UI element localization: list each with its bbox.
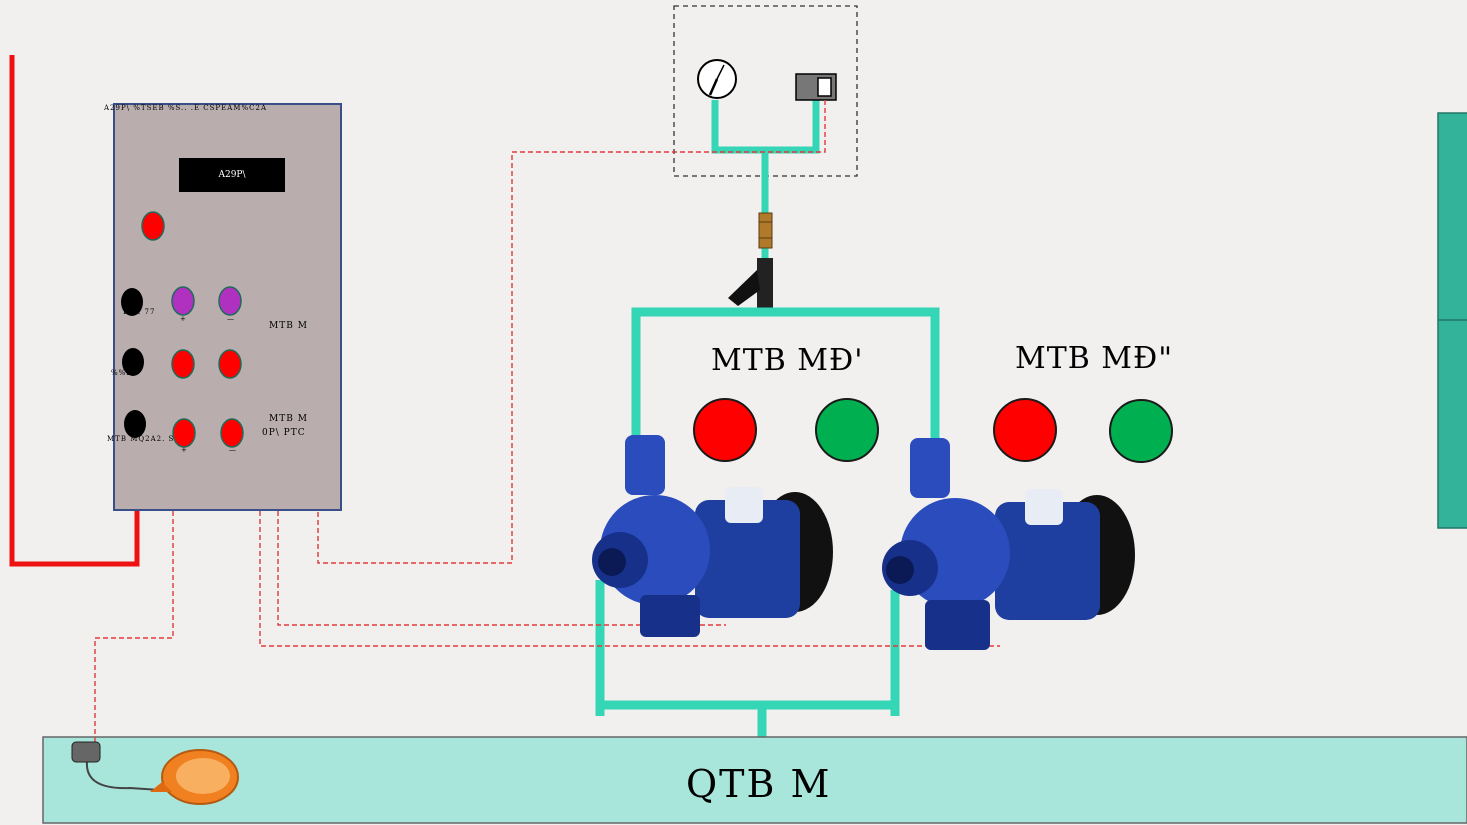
pump1-run-lamp [815, 398, 879, 462]
pump2-icon [882, 438, 1135, 650]
panel-header: A29P\ %TSEB %S.. .E CSPEAM%C2A [104, 104, 267, 112]
row3-label: MTB MQ2A2. S [107, 435, 175, 443]
power-cable [9, 55, 140, 567]
panel-display: A29P\ [179, 158, 285, 192]
pump2-label: MTB MĐ" [1015, 341, 1174, 376]
pump1-fault-lamp [693, 398, 757, 462]
tank-label: QTB M [686, 762, 832, 806]
upper-manifold [631, 307, 940, 440]
pump2-fault-lamp [993, 398, 1057, 462]
check-valve-icon [758, 212, 773, 249]
water-tank [42, 736, 1467, 824]
fault-lamp-1-sign: + [181, 446, 188, 454]
side-tank [1437, 112, 1467, 529]
pump1-label: MTB MĐ' [711, 343, 864, 378]
pump1-icon [592, 435, 833, 637]
panel-right-label-2b: 0P\ PTC [262, 428, 306, 438]
pressure-switch-icon [795, 73, 837, 101]
fault-lamp-2-sign: — [229, 446, 237, 454]
panel-right-label-1: MTB M [269, 321, 308, 331]
signal-wires [94, 100, 1000, 745]
row2-label: %%B [111, 369, 133, 377]
mode-lamp-1-sign: + [180, 315, 187, 323]
y-strainer-icon [728, 258, 773, 308]
pressure-gauge-icon [697, 59, 737, 99]
pump2-run-lamp [1109, 399, 1173, 463]
mode-lamp-2-sign: — [227, 315, 235, 323]
row1-label: EAE 77 [123, 308, 156, 316]
lower-manifold [595, 580, 900, 740]
panel-right-label-2a: MTB M [269, 414, 308, 424]
float-switch-icon [71, 741, 239, 805]
